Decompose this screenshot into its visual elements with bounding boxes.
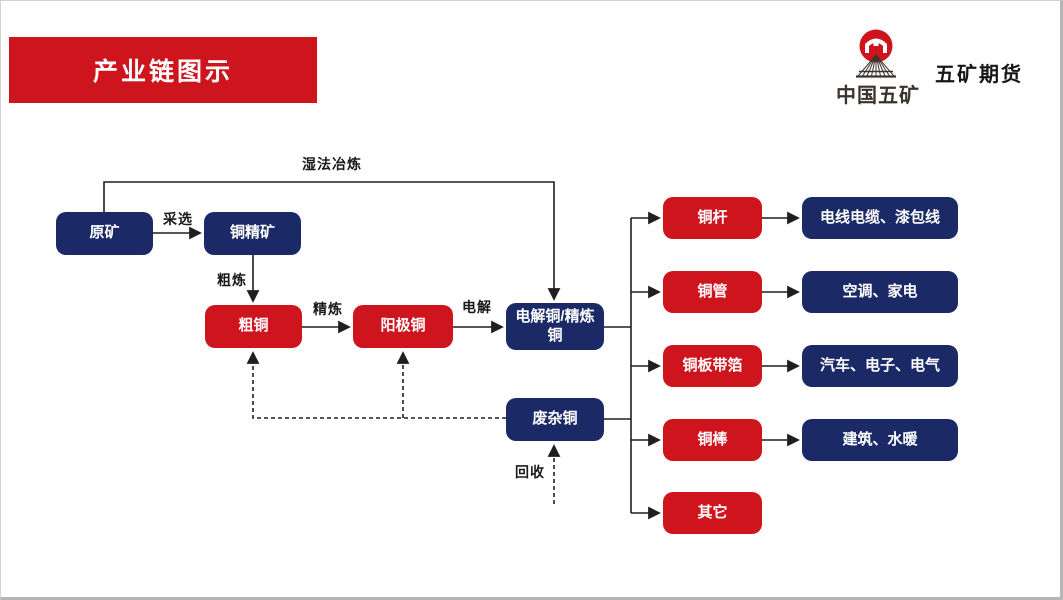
edge-label-jinglian: 精炼 [313, 301, 343, 317]
node-tongjingkuang: 铜精矿 [204, 212, 301, 255]
node-tonggan: 铜杆 [663, 197, 762, 239]
node-jianzhushuinuan: 建筑、水暖 [802, 419, 958, 461]
node-qichedianzi: 汽车、电子、电气 [802, 345, 958, 387]
node-qita: 其它 [663, 492, 762, 534]
brand-block: 中国五矿 五矿期货 [832, 27, 1042, 111]
node-dianjietong: 电解铜/精炼铜 [506, 303, 604, 350]
edge-label-caixuan: 采选 [163, 211, 193, 227]
title-banner: 产业链图示 [9, 37, 317, 103]
edge-label-culian: 粗炼 [217, 272, 247, 288]
edge-shifayelian-bypass [103, 181, 561, 301]
node-dianxiandianlan: 电线电缆、漆包线 [802, 197, 958, 239]
node-tongguan: 铜管 [663, 271, 762, 313]
node-kongtiaojiadian: 空调、家电 [802, 271, 958, 313]
node-tongbandaibo: 铜板带箔 [663, 345, 762, 387]
node-yuankuang: 原矿 [56, 212, 153, 255]
edge-label-dianjie: 电解 [462, 299, 492, 315]
node-feizatong: 废杂铜 [506, 398, 604, 441]
edge-label-shifayelian: 湿法冶炼 [302, 156, 362, 172]
minmetals-logo-icon [854, 29, 898, 88]
brand-product-name: 五矿期货 [935, 64, 1023, 86]
node-yangjitong: 阳极铜 [353, 305, 453, 348]
node-tongbang: 铜棒 [663, 419, 762, 461]
node-cutong: 粗铜 [205, 305, 302, 348]
page-title: 产业链图示 [92, 58, 233, 86]
edge-label-huishou: 回收 [515, 464, 545, 480]
brand-company-name: 中国五矿 [836, 85, 920, 107]
edge-feizatong-cutong-dashed [246, 351, 506, 419]
